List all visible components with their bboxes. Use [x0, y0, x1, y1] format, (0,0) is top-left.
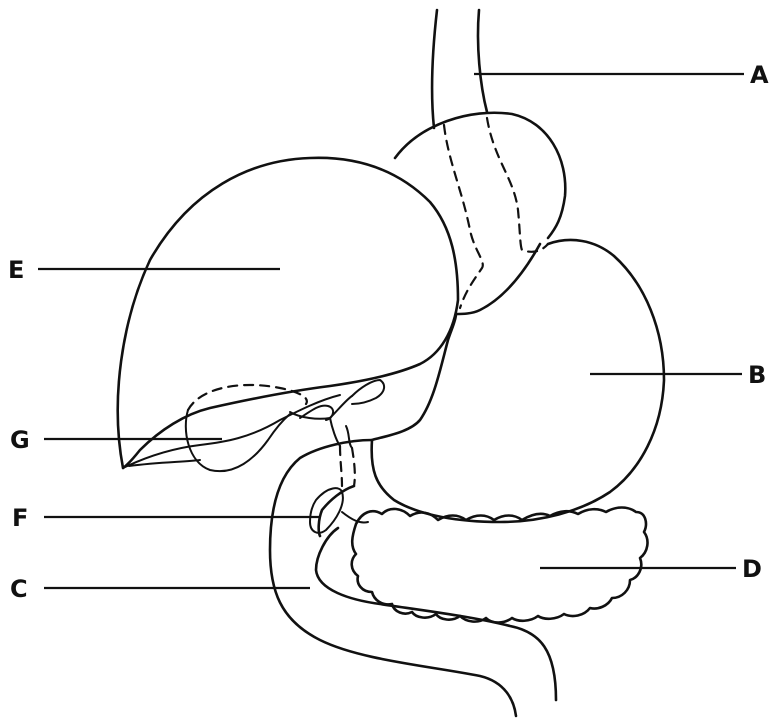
label-f: F [12, 504, 28, 532]
esophagus [432, 10, 487, 128]
liver-lower-edge [123, 395, 340, 468]
diaphragm-circle [395, 113, 565, 314]
label-c: C [10, 575, 28, 603]
label-b: B [748, 361, 766, 389]
liver [118, 158, 458, 468]
esophagus-dashed-passage [444, 118, 548, 308]
label-e: E [8, 256, 24, 284]
stomach [372, 240, 664, 522]
label-g: G [10, 426, 30, 454]
label-a: A [750, 61, 769, 89]
duodenum [270, 440, 516, 716]
gallbladder [186, 385, 307, 471]
label-d: D [742, 555, 762, 583]
